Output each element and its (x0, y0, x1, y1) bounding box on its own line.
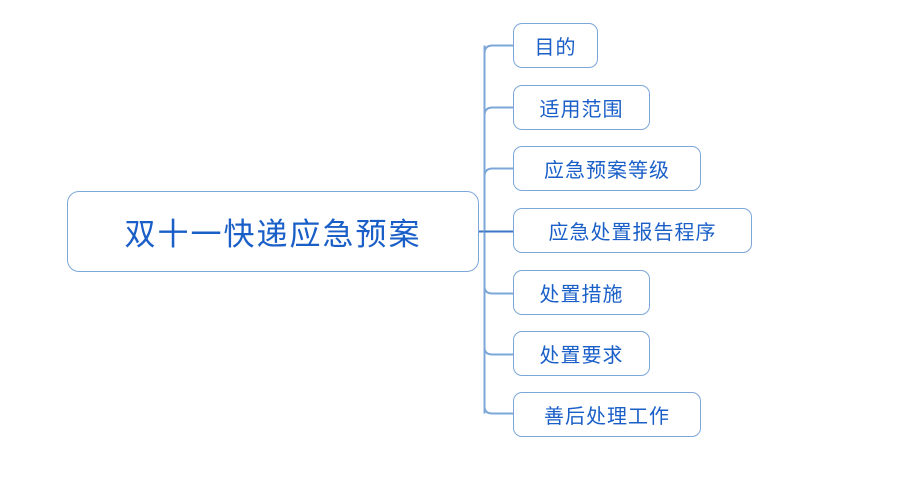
mind-map-child-node-3[interactable]: 应急预案等级 (513, 146, 701, 191)
connector-branch-2 (483, 106, 513, 118)
connector-branch-1 (483, 44, 513, 56)
child-node-label: 适用范围 (539, 99, 624, 121)
child-node-label: 处置要求 (539, 345, 624, 367)
root-node-label: 双十一快递应急预案 (124, 217, 422, 252)
child-node-label: 处置措施 (539, 284, 624, 306)
connector-branch-6 (483, 345, 513, 356)
mind-map-child-node-2[interactable]: 适用范围 (513, 85, 650, 130)
mind-map-child-node-4[interactable]: 应急处置报告程序 (513, 208, 752, 253)
mind-map-child-node-7[interactable]: 善后处理工作 (513, 392, 701, 437)
mind-map-child-node-1[interactable]: 目的 (513, 23, 598, 68)
child-node-label: 目的 (534, 37, 577, 59)
child-node-label: 善后处理工作 (544, 406, 670, 428)
mind-map-child-node-5[interactable]: 处置措施 (513, 270, 650, 315)
connector-branch-7 (483, 404, 513, 415)
mind-map-child-node-6[interactable]: 处置要求 (513, 331, 650, 376)
mind-map-root-node[interactable]: 双十一快递应急预案 (67, 191, 479, 272)
child-node-label: 应急处置报告程序 (548, 222, 717, 244)
connector-branch-3 (483, 167, 513, 179)
child-node-label: 应急预案等级 (544, 160, 670, 182)
connector-branch-5 (483, 284, 513, 295)
